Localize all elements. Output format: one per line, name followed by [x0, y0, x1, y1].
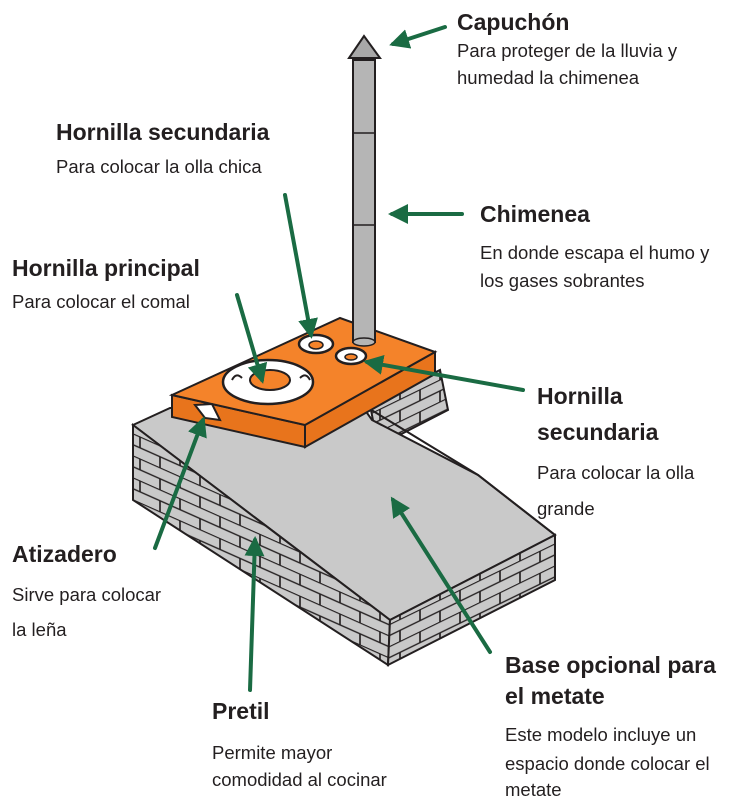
label-capuchon: Capuchón Para proteger de la lluvia y hu… [457, 8, 677, 93]
arrow-hornilla-principal [235, 293, 268, 384]
capuchon-desc-1: Para proteger de la lluvia y [457, 40, 678, 61]
label-hornilla-secundaria-chica: Hornilla secundaria Para colocar la olla… [56, 118, 269, 182]
chimenea-desc-1: En donde escapa el humo y [480, 242, 710, 263]
hornilla-principal-title: Hornilla principal [12, 255, 200, 281]
label-atizadero: Atizadero Sirve para colocar la leña [12, 540, 161, 645]
label-base-metate: Base opcional para el metate Este modelo… [505, 651, 716, 805]
arrow-hornilla-grande [363, 354, 525, 392]
pretil-desc-2: comodidad al cocinar [212, 769, 387, 790]
chimenea-desc-2: los gases sobrantes [480, 270, 645, 291]
arrow-hornilla-chica [283, 193, 318, 339]
leader-arrows [153, 25, 525, 692]
hornilla-chica-desc: Para colocar la olla chica [56, 156, 262, 177]
atizadero-desc-2: la leña [12, 619, 67, 640]
hornilla-grande-desc-1: Para colocar la olla [537, 462, 695, 483]
base-metate-desc-2: espacio donde colocar el [505, 753, 710, 774]
pretil-desc-1: Permite mayor [212, 742, 333, 763]
base-metate-title-1: Base opcional para [505, 652, 716, 678]
base-metate-title-2: el metate [505, 683, 605, 709]
hornilla-grande-title-2: secundaria [537, 419, 659, 445]
arrow-atizadero [153, 416, 207, 550]
hornilla-chica-title: Hornilla secundaria [56, 119, 270, 145]
chimney-cap [347, 34, 382, 59]
capuchon-title: Capuchón [457, 9, 570, 35]
atizadero-desc-1: Sirve para colocar [12, 584, 162, 605]
label-hornilla-principal: Hornilla principal Para colocar el comal [12, 254, 200, 317]
base-metate-desc-1: Este modelo incluye un [505, 724, 697, 745]
arrow-pretil [244, 536, 265, 692]
hornilla-principal-desc: Para colocar el comal [12, 291, 190, 312]
label-chimenea: Chimenea En donde escapa el humo y los g… [480, 200, 709, 296]
main-burner-hole [221, 358, 315, 406]
hornilla-grande-desc-2: grande [537, 498, 595, 519]
arrow-capuchon [389, 25, 447, 49]
chimenea-title: Chimenea [480, 201, 590, 227]
chimney-pipe [347, 34, 382, 347]
label-hornilla-secundaria-grande: Hornilla secundaria Para colocar la olla… [537, 382, 694, 524]
base-metate-desc-3: metate [505, 779, 562, 800]
pretil-title: Pretil [212, 698, 270, 724]
hornilla-grande-title-1: Hornilla [537, 383, 623, 409]
atizadero-title: Atizadero [12, 541, 117, 567]
capuchon-desc-2: humedad la chimenea [457, 67, 640, 88]
arrow-base-metate [390, 496, 492, 654]
label-pretil: Pretil Permite mayor comodidad al cocina… [212, 697, 387, 795]
